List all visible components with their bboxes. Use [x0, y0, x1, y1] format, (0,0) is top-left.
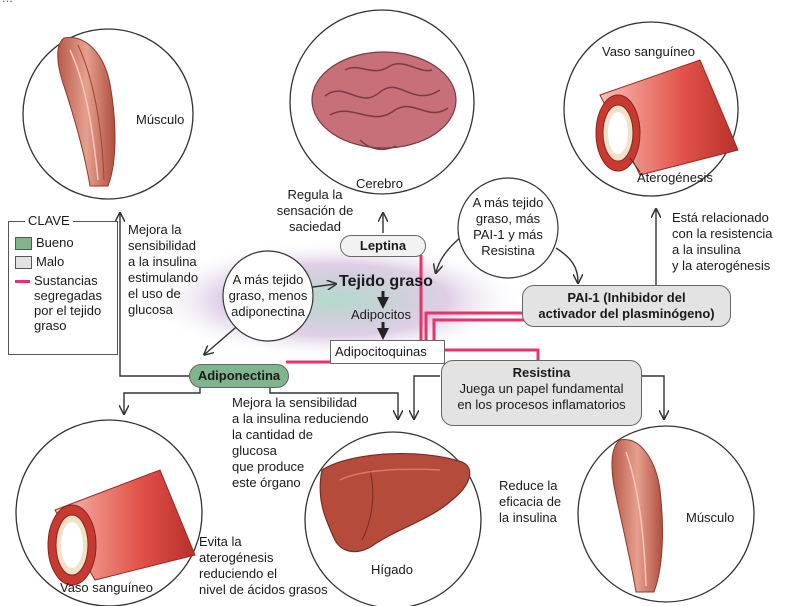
- adipocitoquinas-label: Adipocitoquinas: [335, 344, 427, 360]
- annotation-muscle-line4: estimulando: [128, 270, 198, 286]
- annotation-liver-line1: Mejora la sensibilidad: [232, 395, 369, 411]
- bubble-less-line2: graso, menos: [223, 288, 313, 304]
- node-resistin-line2: en los procesos inflamatorios: [442, 397, 641, 413]
- bubble-less-adiponectin-text: A más tejido graso, menos adiponectina: [223, 272, 313, 320]
- annotation-pai-relation: Está relacionado con la resistencia a la…: [672, 210, 772, 274]
- annotation-resistin-line1: Reduce la: [499, 478, 561, 494]
- annotation-pai-line2: con la resistencia: [672, 226, 772, 242]
- node-resistin-line1: Juega un papel fundamental: [442, 381, 641, 397]
- legend-good-label: Bueno: [36, 235, 74, 250]
- brain-illustration: [312, 52, 456, 149]
- legend-secreted: Sustancias: [15, 273, 98, 288]
- legend-bad-swatch: [15, 256, 32, 269]
- node-adiponectin: Adiponectina: [189, 364, 289, 388]
- annotation-liver-sensitivity: Mejora la sensibilidad a la insulina red…: [232, 395, 369, 491]
- bubble-less-line3: adiponectina: [223, 304, 313, 320]
- annotation-pai-line3: a la insulina: [672, 242, 772, 258]
- legend-bad-label: Malo: [36, 254, 64, 269]
- legend-title: CLAVE: [25, 213, 73, 228]
- annotation-satiety: Regula la sensación de saciedad: [255, 187, 375, 235]
- legend-key: CLAVE Bueno Malo Sustancias segregadas p…: [8, 221, 118, 355]
- annotation-liver-line3: la cantidad de: [232, 427, 369, 443]
- node-resistin-title: Resistina: [442, 361, 641, 381]
- tejido-graso-title: Tejido graso: [339, 274, 433, 290]
- bubble-more-pai-text: A más tejido graso, más PAI-1 y más Resi…: [458, 195, 558, 259]
- annotation-muscle-line2: sensibilidad: [128, 238, 198, 254]
- annotation-atherogenesis: Evita la aterogénesis reduciendo el nive…: [199, 534, 328, 598]
- legend-secreted-line4: graso: [34, 318, 67, 333]
- adipocitoquinas-box: Adipocitoquinas: [330, 340, 445, 364]
- label-atherogenesis: Aterogénesis: [637, 170, 713, 186]
- node-pai1-line2: activador del plasminógeno): [523, 306, 730, 322]
- legend-secreted-swatch: [15, 280, 30, 283]
- annotation-athero-line1: Evita la: [199, 534, 328, 550]
- annotation-muscle-sensitivity: Mejora la sensibilidad a la insulina est…: [128, 222, 198, 318]
- annotation-muscle-line5: el uso de: [128, 286, 198, 302]
- legend-secreted-line2: segregadas: [34, 288, 102, 303]
- legend-good-swatch: [15, 237, 32, 250]
- annotation-athero-line3: reduciendo el: [199, 566, 328, 582]
- adipocitos-label: Adipocitos: [351, 307, 411, 323]
- annotation-resistin-effect: Reduce la eficacia de la insulina: [499, 478, 561, 526]
- label-vessel-bottom: Vaso sanguíneo: [60, 580, 153, 596]
- legend-bad: Malo: [15, 254, 64, 269]
- annotation-liver-line4: glucosa: [232, 443, 369, 459]
- legend-good: Bueno: [15, 235, 74, 250]
- annotation-satiety-line2: sensación de: [255, 203, 375, 219]
- annotation-satiety-line1: Regula la: [255, 187, 375, 203]
- bubble-more-line4: Resistina: [458, 243, 558, 259]
- bubble-less-line1: A más tejido: [223, 272, 313, 288]
- legend-secreted-line3: por el tejido: [34, 303, 101, 318]
- label-liver: Hígado: [371, 562, 413, 578]
- legend-secreted-line1: Sustancias: [34, 273, 98, 288]
- bubble-more-line3: PAI-1 y más: [458, 227, 558, 243]
- node-resistin: Resistina Juega un papel fundamental en …: [441, 360, 642, 426]
- annotation-muscle-line6: glucosa: [128, 302, 198, 318]
- annotation-athero-line2: aterogénesis: [199, 550, 328, 566]
- annotation-athero-line4: nivel de ácidos grasos: [199, 582, 328, 598]
- annotation-satiety-line3: saciedad: [255, 219, 375, 235]
- annotation-resistin-line3: la insulina: [499, 510, 561, 526]
- annotation-muscle-line3: a la insulina: [128, 254, 198, 270]
- bubble-more-line1: A más tejido: [458, 195, 558, 211]
- header-partial-text: ...: [2, 0, 13, 6]
- annotation-liver-line2: a la insulina reduciendo: [232, 411, 369, 427]
- node-pai1-line1: PAI-1 (Inhibidor del: [523, 286, 730, 306]
- annotation-liver-line6: este órgano: [232, 475, 369, 491]
- label-muscle-top: Músculo: [136, 112, 184, 128]
- label-muscle-bottom: Músculo: [686, 510, 734, 526]
- node-pai1: PAI-1 (Inhibidor del activador del plasm…: [522, 285, 731, 327]
- annotation-pai-line1: Está relacionado: [672, 210, 772, 226]
- label-vessel-top-title: Vaso sanguíneo: [602, 44, 695, 60]
- annotation-resistin-line2: eficacia de: [499, 494, 561, 510]
- annotation-liver-line5: que produce: [232, 459, 369, 475]
- bubble-more-line2: graso, más: [458, 211, 558, 227]
- annotation-muscle-line1: Mejora la: [128, 222, 198, 238]
- annotation-pai-line4: y la aterogénesis: [672, 258, 772, 274]
- node-leptin: Leptina: [340, 235, 426, 257]
